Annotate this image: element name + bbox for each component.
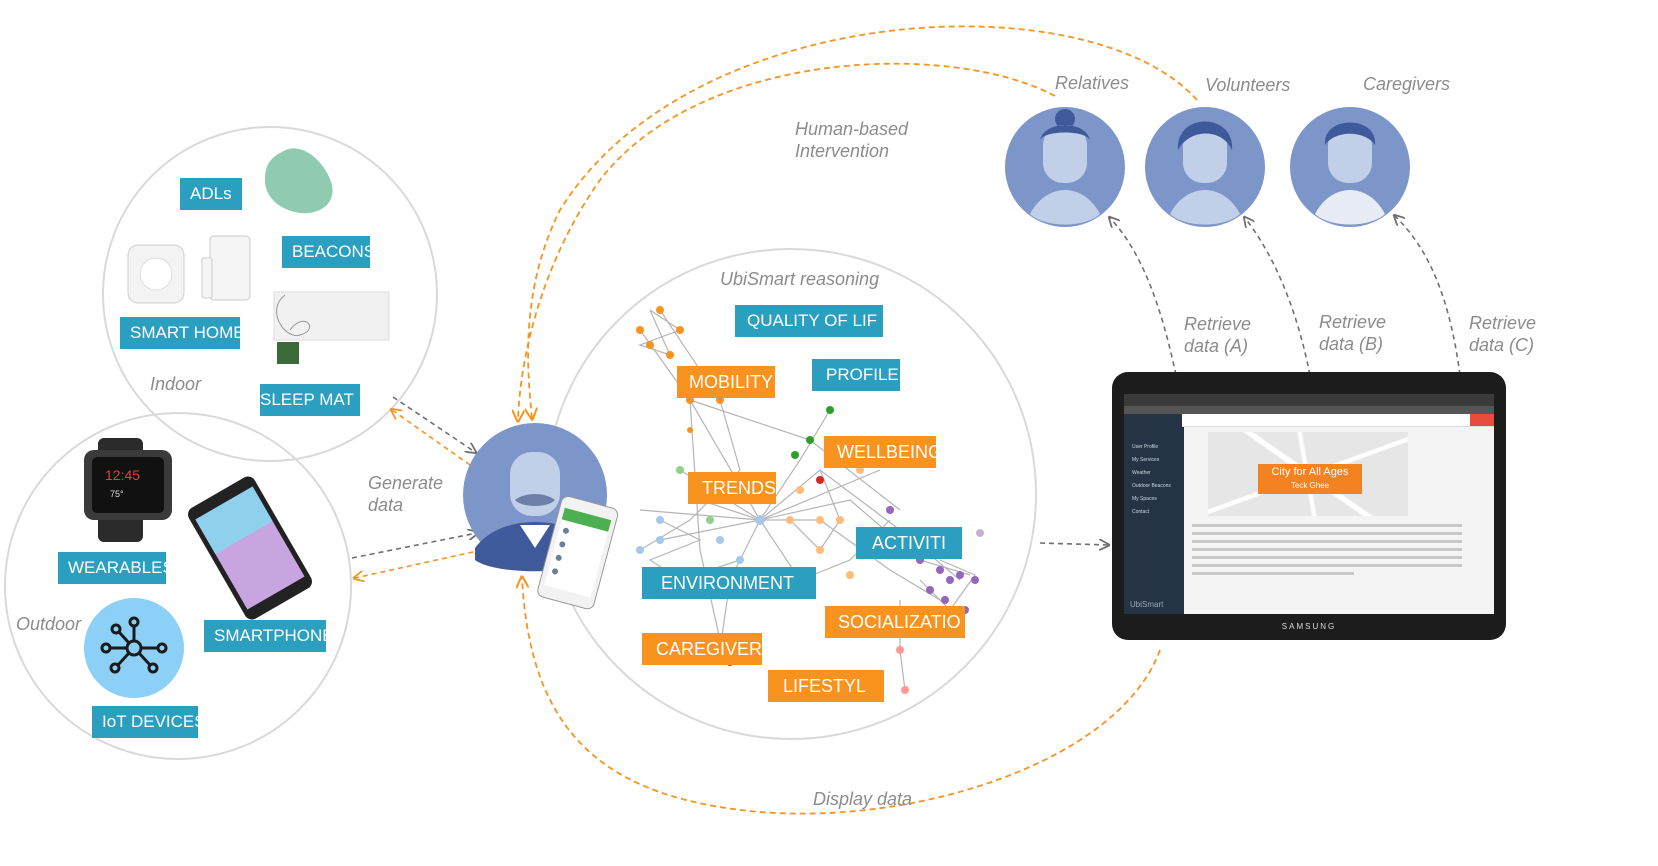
- label-display-data: Display data: [813, 789, 913, 809]
- arc-volunteers-to-elder: [528, 25, 1198, 418]
- svg-text:12:45: 12:45: [105, 467, 140, 483]
- sleep-mat: [273, 291, 390, 341]
- tag-environment: ENVIRONMENT: [642, 567, 816, 599]
- svg-text:75°: 75°: [110, 489, 124, 499]
- tag-smart-home: SMART HOME: [120, 317, 240, 349]
- retrieve-a-line2: data (A): [1184, 336, 1249, 356]
- tag-wearables: WEARABLES: [58, 552, 166, 584]
- browser-bookmarks-bar: [1124, 406, 1494, 414]
- volunteer-avatar: [1145, 107, 1265, 227]
- app-name: UbiSmart: [1130, 600, 1164, 609]
- label-retrieve-a: Retrieve data (A): [1184, 313, 1251, 357]
- network-icon: [100, 616, 168, 674]
- smartwatch-icon: 12:45 75°: [84, 438, 172, 542]
- browser-address-bar: [1124, 394, 1494, 406]
- tag-trends: TRENDS: [688, 472, 776, 504]
- app-top-bar: [1182, 414, 1494, 427]
- tag-lifestyle: LIFESTYL: [768, 670, 884, 702]
- retrieve-b-line1: Retrieve: [1319, 312, 1387, 332]
- tag-wellbeing: WELLBEING: [824, 436, 936, 468]
- generate-data-line1: Generate: [368, 473, 444, 493]
- retrieve-b-line2: data (B): [1319, 334, 1384, 354]
- beacon-device: [265, 148, 333, 214]
- tag-profile: PROFILE: [812, 359, 900, 391]
- arrow-retrieve-c: [1395, 216, 1461, 376]
- arrow-retrieve-a: [1110, 218, 1177, 376]
- tag-socialization: SOCIALIZATIO: [825, 606, 965, 638]
- label-indoor: Indoor: [150, 374, 202, 394]
- arrow-to-tablet: [1039, 543, 1108, 545]
- human-intervention-line1: Human-based: [795, 119, 909, 139]
- app-subtitle: Teck Ghee: [1290, 481, 1330, 490]
- arc-relatives-to-elder: [518, 62, 1056, 420]
- smartphone-icon: [188, 476, 312, 620]
- label-human-intervention: Human-based Intervention: [795, 118, 908, 162]
- label-generate-data: Generate data: [368, 472, 443, 516]
- arrow-retrieve-b: [1245, 218, 1311, 376]
- retrieve-c-line2: data (C): [1469, 335, 1535, 355]
- generate-data-line2: data: [368, 495, 404, 515]
- arrow-elder-to-indoor: [392, 410, 471, 466]
- tablet-brand: SAMSUNG: [1281, 622, 1337, 631]
- tag-sleep-mat: SLEEP MAT: [260, 384, 360, 416]
- arrow-indoor-to-elder: [392, 396, 475, 452]
- phone-app-icon: [537, 495, 619, 610]
- label-reasoning: UbiSmart reasoning: [720, 269, 880, 289]
- tag-quality-of-life: QUALITY OF LIF: [735, 305, 883, 337]
- label-outdoor: Outdoor: [16, 614, 82, 634]
- retrieve-a-line1: Retrieve: [1184, 314, 1252, 334]
- label-volunteers: Volunteers: [1205, 75, 1291, 95]
- relative-avatar: [1005, 107, 1125, 227]
- tag-beacons: BEACONS: [282, 236, 370, 268]
- arrow-elder-to-outdoor: [355, 549, 483, 578]
- door-sensor: [209, 235, 251, 301]
- app-description: [1192, 524, 1462, 580]
- human-intervention-line2: Intervention: [795, 141, 890, 161]
- app-title-badge: City for All Ages Teck Ghee: [1258, 464, 1362, 494]
- label-retrieve-c: Retrieve data (C): [1469, 312, 1536, 356]
- label-relatives: Relatives: [1055, 73, 1130, 93]
- tag-caregiver: CAREGIVER: [642, 633, 762, 665]
- outdoor-circle: [4, 412, 352, 760]
- tag-activities: ACTIVITI: [856, 527, 962, 559]
- tag-adls: ADLs: [180, 178, 242, 210]
- label-retrieve-b: Retrieve data (B): [1319, 311, 1386, 355]
- tag-mobility: MOBILITY: [677, 366, 775, 398]
- arrow-outdoor-to-elder: [351, 533, 477, 559]
- arc-display-data: [522, 578, 1161, 815]
- caregiver-avatar: [1290, 107, 1410, 227]
- app-title: City for All Ages: [1271, 466, 1349, 478]
- tag-smartphone: SMARTPHONE: [204, 620, 326, 652]
- logout-button[interactable]: [1470, 414, 1494, 426]
- tag-iot-devices: IoT DEVICES: [92, 706, 198, 738]
- label-caregivers: Caregivers: [1363, 74, 1451, 94]
- retrieve-c-line1: Retrieve: [1469, 313, 1537, 333]
